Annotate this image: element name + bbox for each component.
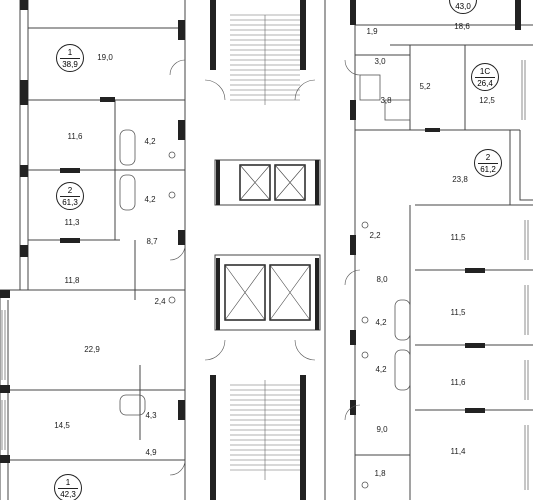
room-area-label: 11,4 — [450, 447, 466, 456]
room-area-label: 8,0 — [376, 275, 388, 284]
room-area-label: 4,2 — [144, 137, 156, 146]
room-area-label: 5,2 — [419, 82, 431, 91]
room-area-label: 18,6 — [454, 22, 470, 31]
room-area-label: 23,8 — [452, 175, 468, 184]
room-area-label: 11,3 — [64, 218, 80, 227]
apartment-area: 43,0 — [455, 2, 471, 11]
apartment-number: 1 — [67, 48, 73, 57]
room-area-label: 4,2 — [375, 365, 387, 374]
room-area-label: 2,2 — [369, 231, 381, 240]
room-area-label: 4,3 — [145, 411, 157, 420]
room-area-label: 3,8 — [380, 96, 392, 105]
apartment-area: 61,2 — [478, 163, 498, 174]
room-area-label: 11,6 — [67, 132, 83, 141]
room-area-label: 4,2 — [375, 318, 387, 327]
room-area-label: 11,6 — [450, 378, 466, 387]
room-area-label: 4,2 — [144, 195, 156, 204]
apartment-number: 2 — [67, 186, 73, 195]
room-area-label: 3,0 — [374, 57, 386, 66]
room-area-label: 11,5 — [450, 233, 466, 242]
room-area-label: 22,9 — [84, 345, 100, 354]
room-area-label: 11,8 — [64, 276, 80, 285]
room-area-label: 1,8 — [374, 469, 386, 478]
apartment-number: 2 — [485, 153, 491, 162]
room-area-label: 11,5 — [450, 308, 466, 317]
room-area-label: 4,9 — [145, 448, 157, 457]
room-area-label: 1,9 — [366, 27, 378, 36]
apartment-area: 61,3 — [60, 196, 80, 207]
room-area-label: 8,7 — [146, 237, 158, 246]
apartment-number: 1 — [65, 478, 71, 487]
room-area-label: 2,4 — [154, 297, 166, 306]
room-area-label: 9,0 — [376, 425, 388, 434]
apartment-area: 26,4 — [475, 77, 495, 88]
apartment-area: 38,9 — [60, 58, 80, 69]
apartment-number: 1С — [479, 67, 491, 76]
room-area-label: 14,5 — [54, 421, 70, 430]
room-area-label: 12,5 — [479, 96, 495, 105]
room-area-label: 19,0 — [97, 53, 113, 62]
apartment-area: 42,3 — [58, 488, 78, 499]
